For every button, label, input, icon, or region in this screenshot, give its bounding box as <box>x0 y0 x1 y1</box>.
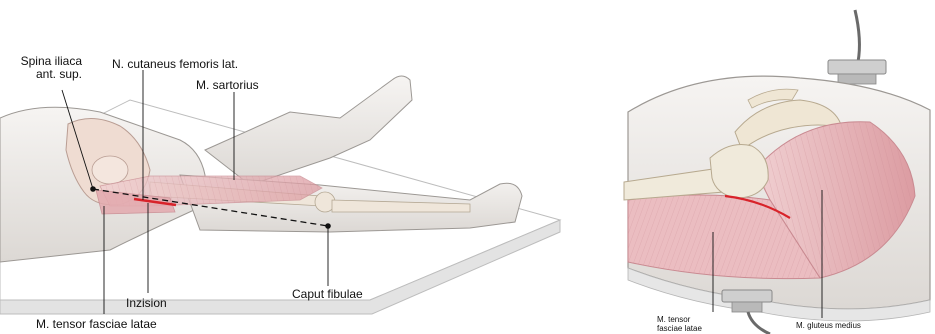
label-right-m-tensor: M. tensor fasciae latae <box>657 315 702 333</box>
label-m-sartorius: M. sartorius <box>196 79 259 92</box>
label-inzision: Inzision <box>126 297 167 310</box>
label-spina-line2: ant. sup. <box>36 67 82 81</box>
clamp-top <box>828 60 886 74</box>
femoral-head <box>710 145 768 199</box>
label-right-m-tensor-line2: fasciae latae <box>657 324 702 333</box>
label-caput-fibulae: Caput fibulae <box>292 288 363 301</box>
label-spina-iliaca: Spina iliaca ant. sup. <box>12 55 82 81</box>
right-illustration <box>624 10 930 334</box>
clamp-cable-bottom <box>748 312 770 334</box>
clamp-bottom <box>722 290 772 302</box>
label-n-cutaneus: N. cutaneus femoris lat. <box>112 58 238 71</box>
left-illustration <box>0 70 560 314</box>
label-right-m-tensor-line1: M. tensor <box>657 315 690 324</box>
label-m-gluteus-medius: M. gluteus medius <box>796 321 861 330</box>
clamp-cable-top <box>855 10 859 62</box>
label-spina-line1: Spina iliaca <box>21 54 82 68</box>
label-m-tensor-fasciae: M. tensor fasciae latae <box>36 318 157 331</box>
